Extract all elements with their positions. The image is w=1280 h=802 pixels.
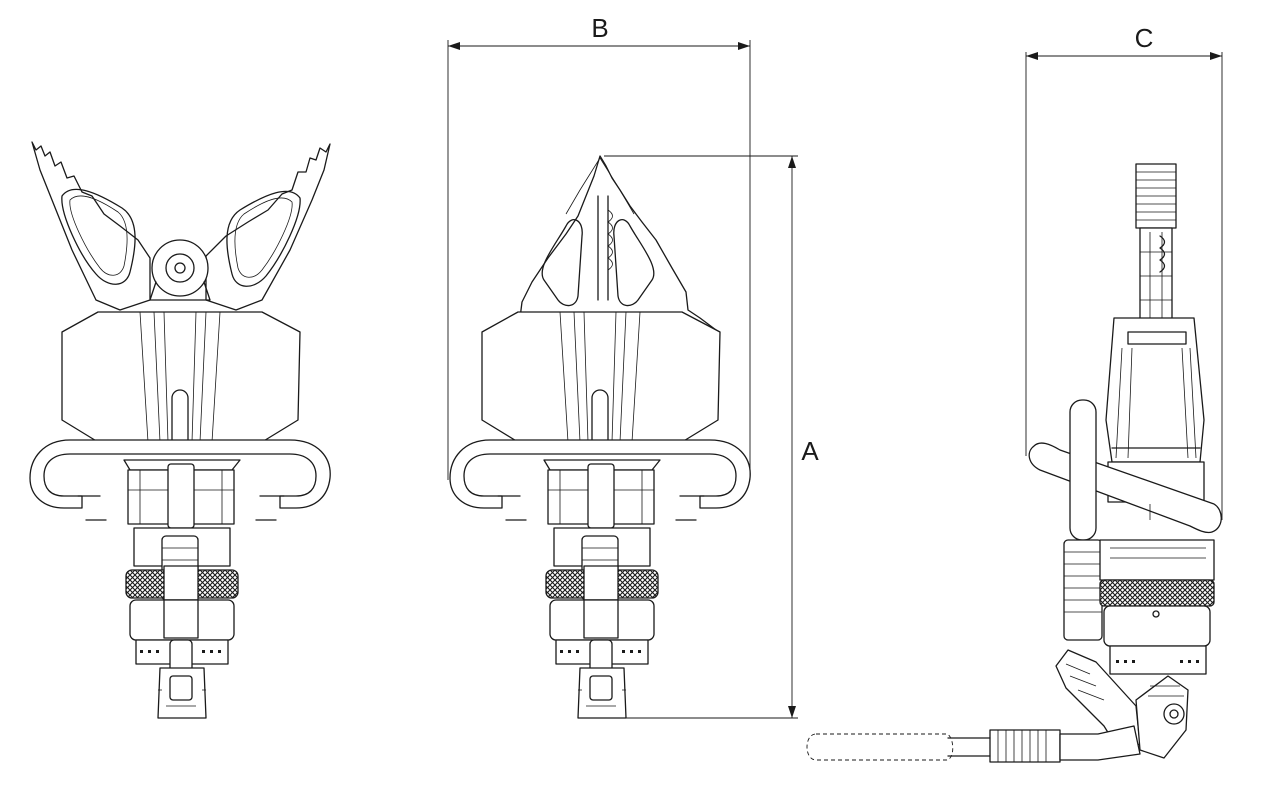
carrying-handle-closed [449,439,751,509]
body-closed [481,311,721,443]
dimension-label-c: C [1135,23,1154,53]
front-view-open [29,141,331,719]
carrying-handle [29,439,331,509]
body [61,311,301,443]
dimension-b: B [447,13,751,480]
front-view-closed [449,155,751,719]
dimension-a: A [604,155,819,719]
hose-coupling [989,729,1061,763]
dimension-label-b: B [591,13,608,43]
left-jaw [31,141,151,311]
dimension-c: C [1025,23,1223,520]
pivot-bolt [151,239,209,297]
hose-dashed [806,733,954,761]
side-body [1105,317,1205,463]
dimension-label-a: A [801,436,819,466]
side-view [806,163,1222,763]
side-knurled-ring [1099,579,1215,607]
right-jaw [205,143,331,311]
side-lever [1069,399,1097,541]
